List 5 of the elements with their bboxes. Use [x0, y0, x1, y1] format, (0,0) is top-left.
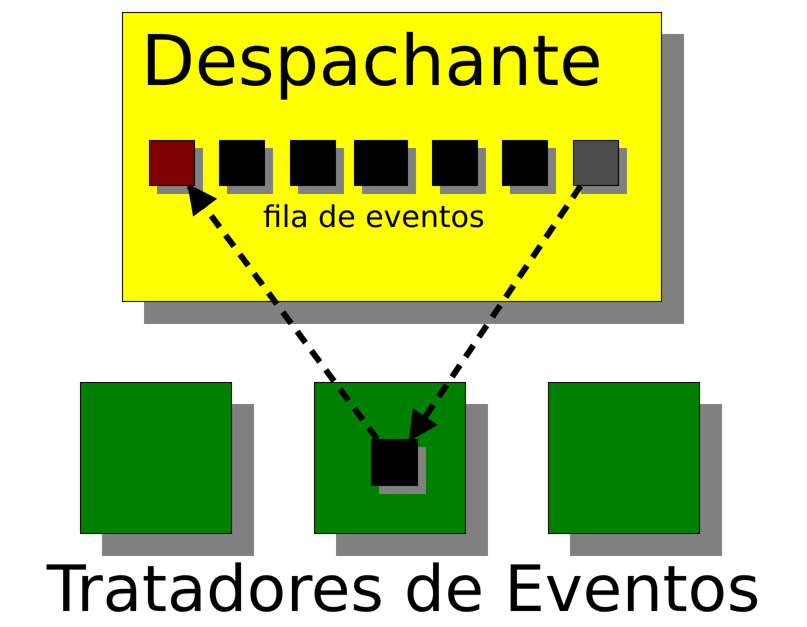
- caption-label: Tratadores de Eventos: [46, 555, 762, 626]
- dashed-arrow: [186, 184, 380, 441]
- node-title: Despachante: [141, 23, 602, 100]
- dashed-arrow: [408, 184, 584, 442]
- queue-label: fila de eventos: [263, 201, 485, 234]
